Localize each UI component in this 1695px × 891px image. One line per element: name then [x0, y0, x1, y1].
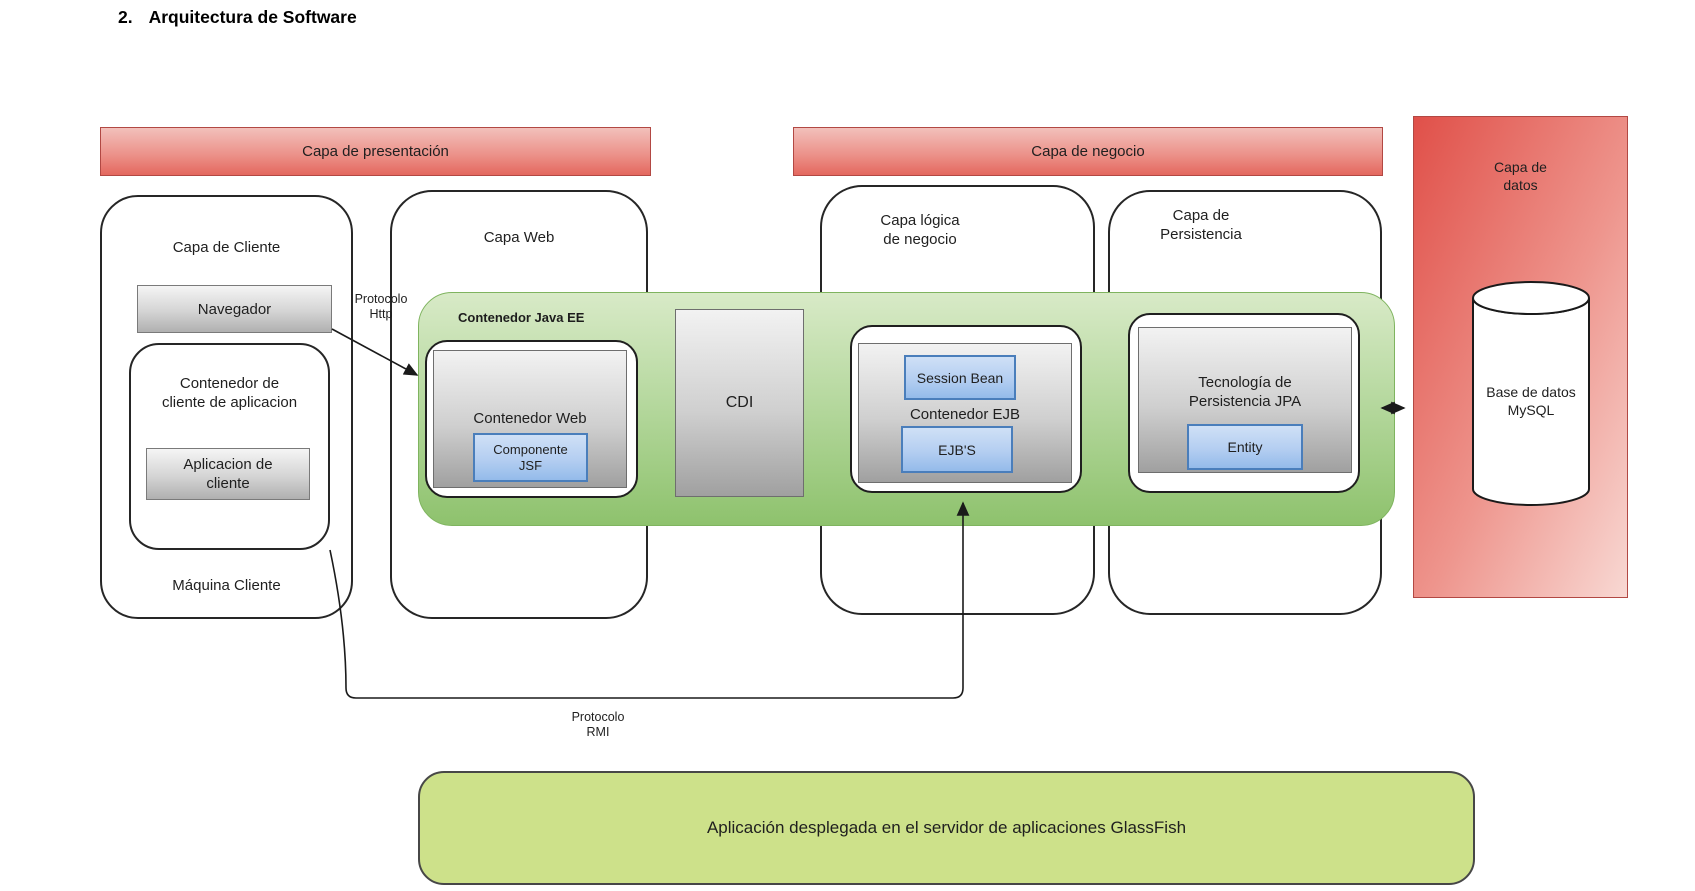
web-container-label: Contenedor Web [473, 410, 587, 427]
glassfish-banner: Aplicación desplegada en el servidor de … [418, 771, 1475, 885]
ejbs-box: EJB'S [901, 426, 1013, 473]
browser-box: Navegador [137, 285, 332, 333]
jsf-component-label: Componente JSF [493, 441, 568, 473]
app-client-container-box [129, 343, 330, 550]
app-client-container-label: Contenedor de cliente de aplicacion [161, 375, 298, 411]
ejb-container-label: Contenedor EJB [909, 406, 1021, 423]
entity-label: Entity [1227, 439, 1263, 455]
client-app-label: Aplicacion de cliente [183, 456, 273, 492]
presentation-layer-banner-label: Capa de presentación [302, 143, 449, 160]
javaee-container-label: Contenedor Java EE [458, 310, 585, 325]
client-machine-label: Máquina Cliente [172, 577, 281, 594]
session-bean-box: Session Bean [904, 355, 1016, 400]
section-number: 2. [118, 7, 133, 27]
entity-box: Entity [1187, 424, 1303, 470]
mysql-database-label: Base de datos MySQL [1486, 384, 1576, 418]
browser-label: Navegador [197, 300, 272, 318]
business-layer-banner: Capa de negocio [793, 127, 1383, 176]
session-bean-label: Session Bean [916, 369, 1004, 386]
business-layer-banner-label: Capa de negocio [1031, 143, 1145, 160]
jpa-label: Tecnología de Persistencia JPA [1188, 374, 1302, 410]
section-title-text: Arquitectura de Software [148, 7, 357, 27]
persistence-layer-label: Capa de Persistencia [1160, 207, 1242, 243]
glassfish-banner-label: Aplicación desplegada en el servidor de … [706, 818, 1187, 837]
cdi-label: CDI [725, 394, 754, 411]
web-layer-label: Capa Web [483, 229, 555, 246]
presentation-layer-banner: Capa de presentación [100, 127, 651, 176]
client-app-box: Aplicacion de cliente [146, 448, 310, 500]
protocol-http-label: Protocolo Http [354, 292, 408, 321]
jsf-component-box: Componente JSF [473, 433, 588, 482]
protocol-rmi-label: Protocolo RMI [571, 710, 625, 739]
section-title: 2. Arquitectura de Software [118, 7, 357, 28]
business-logic-layer-label: Capa lógica de negocio [880, 212, 960, 248]
client-layer-label: Capa de Cliente [172, 239, 281, 256]
data-layer-label: Capa de datos [1494, 159, 1547, 193]
ejbs-label: EJB'S [938, 441, 976, 458]
cdi-box: CDI [675, 309, 804, 497]
